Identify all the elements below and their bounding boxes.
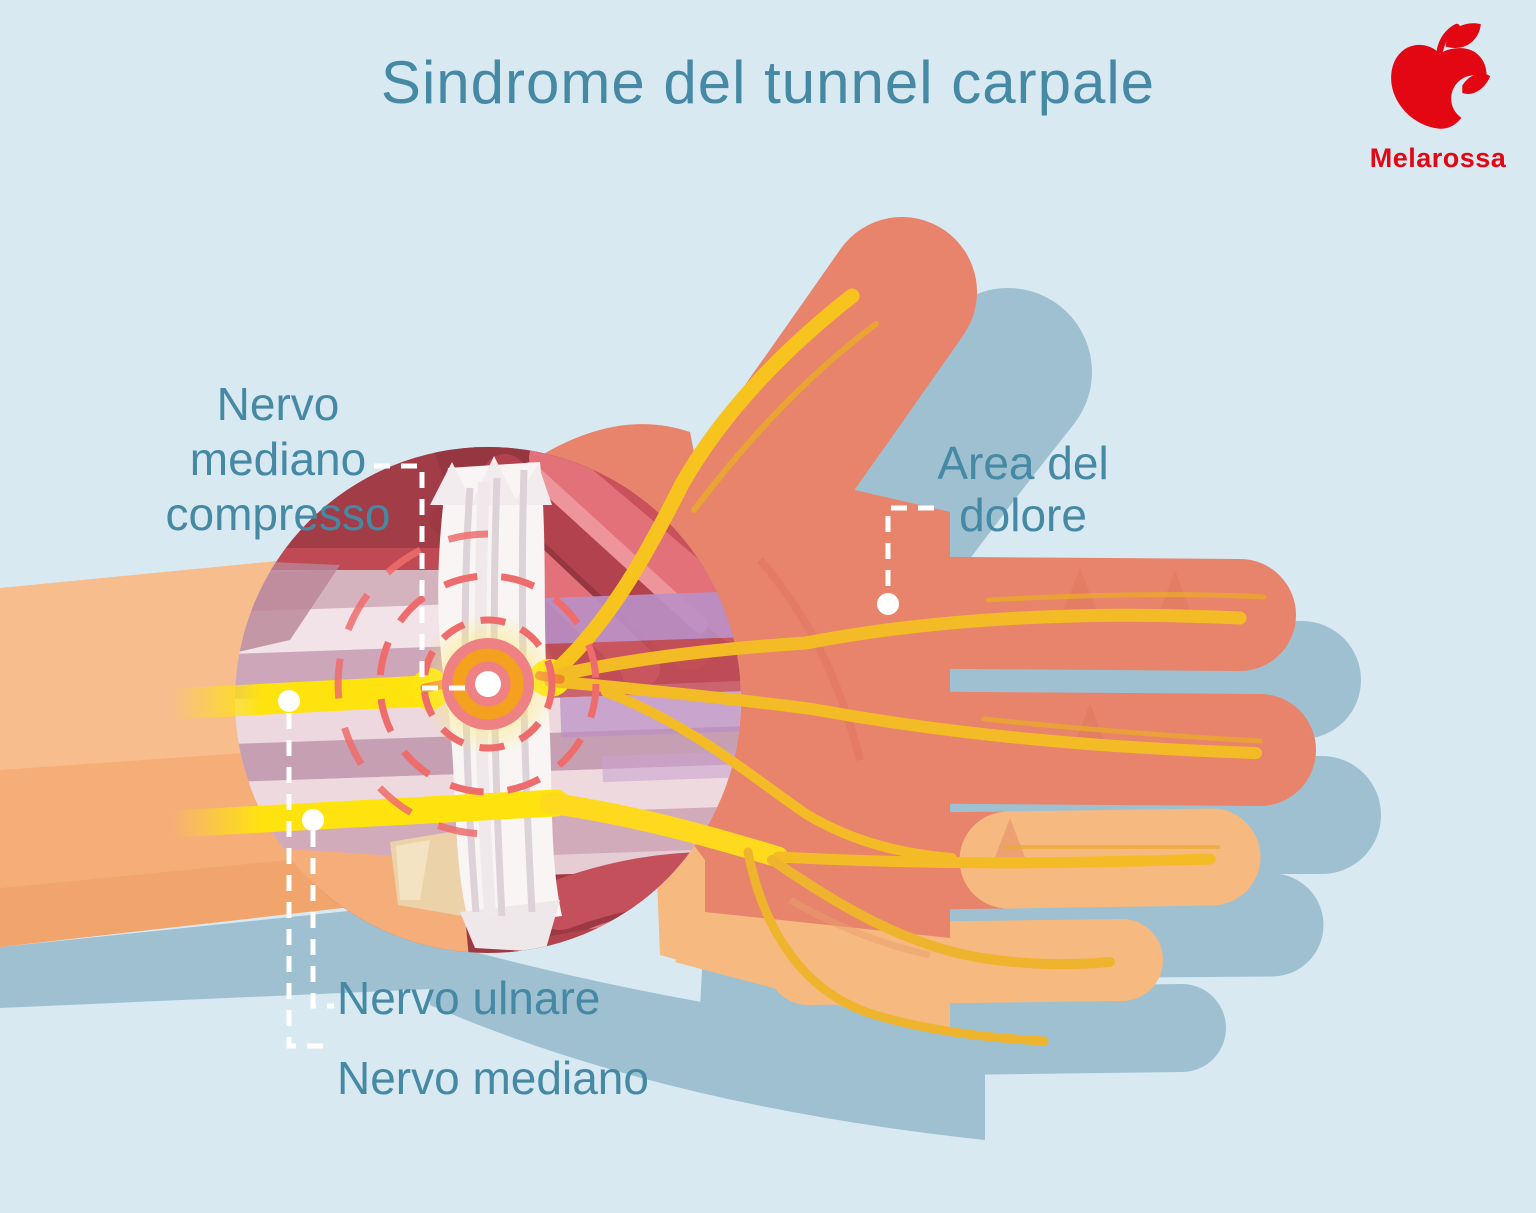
ulnar-nerve-dot <box>302 809 324 831</box>
compression-target <box>334 530 600 838</box>
pain-area-dot <box>877 593 899 615</box>
pinky-nerve <box>767 855 1115 970</box>
label-line: Nervo <box>216 378 340 430</box>
label-line: mediano <box>189 433 367 485</box>
thumb-nerve <box>542 288 860 684</box>
label-line: compresso <box>165 488 391 540</box>
leader-lines <box>286 463 934 1049</box>
middle-nerve <box>544 675 1262 759</box>
leader-ulnar-nerve <box>310 831 334 1009</box>
ulnar-nerve-trunk <box>158 789 570 838</box>
ring-nerve <box>772 851 1216 869</box>
label-compressed-median-nerve: Nervo mediano compresso <box>58 377 498 542</box>
label-line: dolore <box>959 489 1087 541</box>
anchor-dots <box>278 593 899 831</box>
brand-name: Melarossa <box>1369 143 1507 173</box>
leader-median-nerve <box>286 713 331 1049</box>
median-nerve-dot <box>278 690 300 712</box>
label-median-nerve: Nervo mediano <box>337 1052 649 1104</box>
leader-pain-area <box>885 505 934 598</box>
page-title: Sindrome del tunnel carpale <box>380 49 1156 116</box>
melarossa-apple-icon <box>1391 23 1492 129</box>
label-line: Area del <box>937 437 1109 489</box>
nerves <box>156 288 1267 1046</box>
index-nerve <box>543 608 1247 684</box>
label-pain-area: Area del dolore <box>823 437 1223 541</box>
label-ulnar-nerve: Nervo ulnare <box>337 972 601 1024</box>
